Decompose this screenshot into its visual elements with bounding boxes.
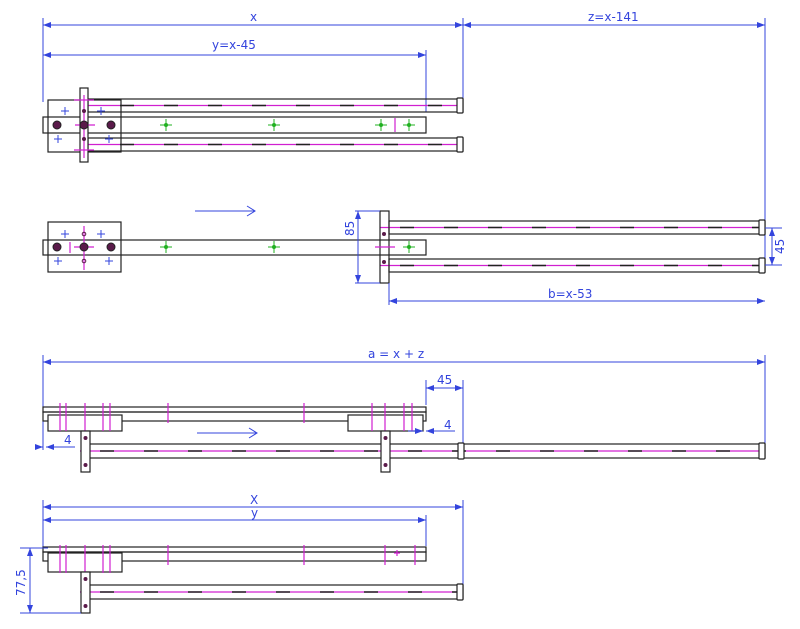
dimension-y-lower-label: y [251, 506, 258, 520]
dimension-y-label: y=x-45 [212, 38, 256, 52]
carriage-block [47, 221, 122, 273]
view-extended: 85 45 b=x-53 [42, 205, 787, 305]
dimension-4-left-label: 4 [64, 433, 72, 447]
end-cap [758, 442, 766, 460]
end-cap [758, 219, 766, 236]
mounting-plate [80, 430, 91, 473]
view-side-retracted: X y 77,5 [14, 493, 464, 614]
guide-bar [42, 116, 427, 134]
end-cap [456, 97, 464, 114]
dimension-45-horizontal-label: 45 [437, 373, 452, 387]
rail-joint [457, 442, 465, 460]
view-retracted [42, 87, 464, 163]
dimension-x-label: x [250, 10, 257, 24]
dimension-77-5-label: 77,5 [14, 569, 28, 596]
top-dimensions: x z=x-141 y=x-45 [42, 10, 766, 272]
dimension-X-label: X [250, 493, 258, 507]
mounting-plate [80, 571, 91, 614]
dimension-a-label: a = x + z [368, 347, 424, 361]
guide-bar [42, 551, 427, 562]
guide-bar [42, 411, 427, 422]
mounting-plate [380, 430, 391, 473]
dimension-z-label: z=x-141 [588, 10, 639, 24]
dimension-4-right-label: 4 [444, 418, 452, 432]
dimension-45-vertical-label: 45 [773, 239, 787, 254]
green-hole-marks [160, 119, 415, 131]
view-side-extended: a = x + z 45 4 4 [35, 347, 766, 473]
dimension-b-label: b=x-53 [548, 287, 592, 301]
end-cap [758, 257, 766, 274]
bolt-holes [52, 109, 116, 141]
end-cap [456, 583, 464, 601]
guide-bar [42, 239, 427, 256]
dimension-85-label: 85 [343, 221, 357, 236]
end-cap [456, 136, 464, 153]
blue-cross-marks [54, 107, 113, 143]
